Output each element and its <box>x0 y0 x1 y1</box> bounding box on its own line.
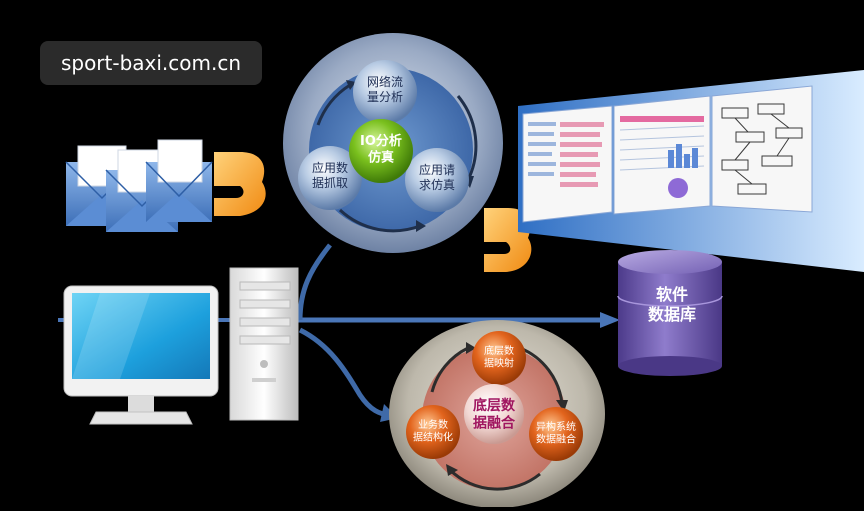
io-center-node <box>349 119 413 183</box>
data-fusion-cycle: 底层数据映射 业务数据结构化 异构系统数据融合 底层数据融合 <box>389 320 605 508</box>
report-thumbnail <box>613 95 711 215</box>
io-center-label: IO分析仿真 <box>360 133 402 165</box>
io-analysis-cycle: 网络流量分析 应用数据抓取 应用请求仿真 IO分析仿真 <box>283 33 503 253</box>
flow-arrow-icon <box>214 152 266 216</box>
report-screenshots-panel <box>518 70 864 272</box>
monitor-icon <box>63 285 219 425</box>
io-node-network <box>353 60 417 124</box>
io-node-label: 应用数据抓取 <box>312 160 348 190</box>
pipe-arrowhead <box>600 312 620 328</box>
software-database: 软件数据库 <box>617 250 723 376</box>
report-thumbnail <box>522 105 613 223</box>
io-node-label: 应用请求仿真 <box>419 162 455 192</box>
fusion-center-label: 底层数据融合 <box>473 397 516 432</box>
io-to-server-pipe <box>297 243 332 321</box>
server-to-fusion-pipe <box>298 327 393 418</box>
fusion-node-label: 异构系统数据融合 <box>536 420 576 446</box>
fusion-node-heterogeneous <box>529 407 583 461</box>
envelope-icon <box>145 139 213 222</box>
fusion-node-label: 业务数据结构化 <box>413 418 453 444</box>
io-node-label: 网络流量分析 <box>367 74 403 104</box>
report-thumbnail <box>711 85 813 213</box>
fusion-center-node <box>464 384 524 444</box>
io-node-capture <box>298 146 362 210</box>
watermark-badge: sport-baxi.com.cn <box>40 41 262 85</box>
fusion-node-structuring <box>406 405 460 459</box>
io-node-request <box>405 148 469 212</box>
mail-envelopes <box>65 139 213 232</box>
fusion-node-mapping <box>472 331 526 385</box>
fusion-node-label: 底层数据映射 <box>484 344 514 370</box>
server-tower-icon <box>229 267 299 421</box>
database-label: 软件数据库 <box>648 285 696 324</box>
